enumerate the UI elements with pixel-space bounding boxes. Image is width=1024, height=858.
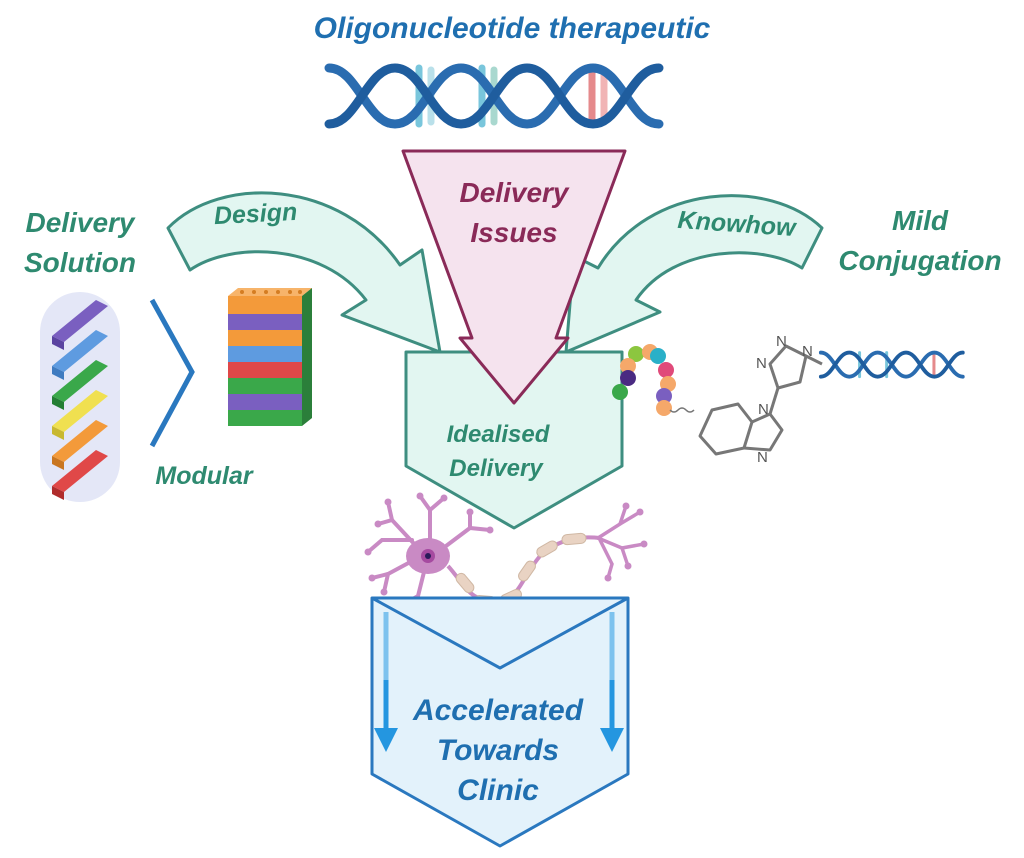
dna-helix-small-icon — [818, 350, 965, 379]
mild-conjugation-label-line1: Mild — [892, 205, 949, 236]
modular-label: Modular — [155, 462, 253, 490]
neuron-icon — [364, 492, 648, 608]
chevron-right-icon — [149, 298, 195, 448]
design-label: Design — [213, 198, 298, 230]
delivery-solution-label-line1: Delivery — [26, 207, 136, 238]
atom-n-5: N — [802, 343, 813, 360]
accelerated-label-line3: Clinic — [457, 774, 539, 807]
delivery-solution-label-line2: Solution — [24, 247, 136, 278]
accelerated-clinic-chevron — [370, 596, 630, 848]
atom-n-2: N — [757, 449, 768, 466]
down-arrow-right-icon — [600, 612, 624, 752]
peptide-chain-icon — [612, 344, 695, 416]
accelerated-label-line1: Accelerated — [412, 694, 584, 727]
dna-helix-top-icon — [324, 63, 664, 129]
design-arrow — [166, 191, 442, 354]
down-arrow-left-icon — [374, 612, 398, 752]
mild-conjugation-label-line2: Conjugation — [838, 245, 1001, 276]
atom-n-4: N — [776, 333, 787, 350]
stacked-bricks-icon — [228, 288, 312, 426]
accelerated-label-line2: Towards — [437, 734, 559, 767]
delivery-issues-arrow — [401, 149, 627, 405]
delivery-issues-label-line1: Delivery — [460, 177, 570, 208]
modular-bricks-capsule-icon — [40, 292, 120, 502]
delivery-issues-label-line2: Issues — [470, 217, 557, 248]
idealised-delivery-label-line1: Idealised — [447, 421, 551, 448]
atom-n-1: N — [758, 401, 769, 418]
atom-labels: N N N N N — [756, 333, 813, 466]
benzimidazole-triazole-structure-icon — [698, 344, 823, 456]
atom-n-3: N — [756, 355, 767, 372]
idealised-delivery-chevron — [404, 350, 624, 530]
title-oligonucleotide: Oligonucleotide therapeutic — [314, 12, 711, 45]
idealised-delivery-label-line2: Delivery — [449, 455, 544, 482]
